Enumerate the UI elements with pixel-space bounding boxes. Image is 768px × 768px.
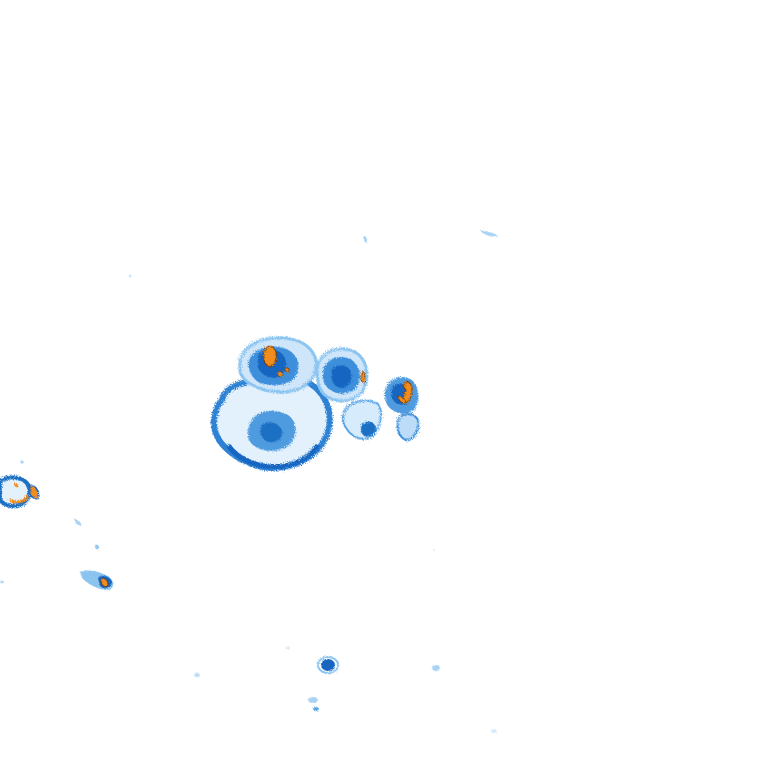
intense-core [263,345,277,367]
echo-ring [0,475,32,509]
echo-fleck [0,580,4,584]
cluster-central-large [210,374,333,471]
intense-spot [277,371,283,377]
echo-cell [313,707,319,711]
echo-cell [317,656,339,674]
echo-fleck [128,274,132,278]
echo-cell [432,665,440,671]
echo-fleck [95,545,99,549]
intense-sliver [360,371,366,383]
echo-cell [491,729,497,733]
cluster-southwest [20,460,114,590]
cluster-far-west [0,475,40,509]
echo-cell [308,697,318,703]
echo-cell [194,673,200,677]
intense-arc [9,495,30,504]
echo-cell [286,646,290,650]
cluster-south-cells [194,646,497,733]
echo-fleck [480,230,498,237]
echo-fleck [363,236,367,243]
cluster-north-central [315,347,382,440]
intense-blob [29,484,40,500]
cluster-northeast [384,377,420,442]
echo-left-arc [225,443,321,470]
echo-inner-speckle [260,422,283,443]
echo-cell [321,659,335,671]
intense-dot [14,483,19,488]
echo-tail-strong [360,421,376,437]
echo-fleck [20,460,24,464]
echo-trail [396,413,420,442]
echo-strong [331,365,352,388]
cluster-northwest [238,336,318,394]
echo-fleck [433,549,435,551]
intense-tail [397,395,407,405]
intense-core [100,577,109,587]
echo-fleck [74,518,82,526]
cluster-southeast-small [0,230,498,584]
intense-spot [284,367,290,373]
